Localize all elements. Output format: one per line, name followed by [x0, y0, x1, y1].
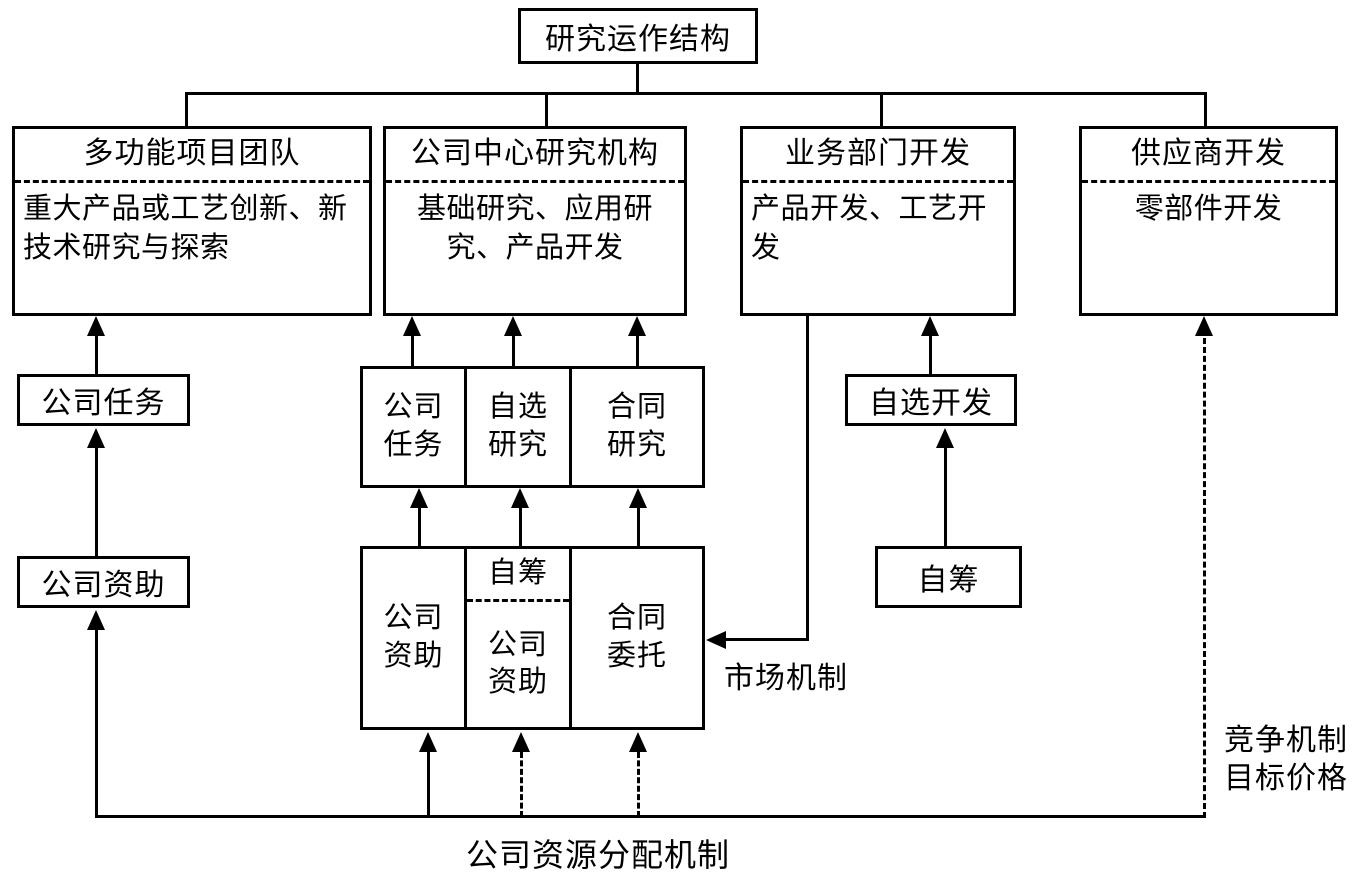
label-resource-allocation-mechanism: 公司资源分配机制: [466, 837, 731, 873]
box-body: 产品开发、工艺开发: [751, 192, 988, 264]
arrow-dashline-bus-to-fs2: [520, 752, 523, 817]
competition-mechanism-dashline: [1203, 338, 1206, 818]
arrow-line-bus-to-fs1: [427, 752, 430, 817]
box-self-selected-development: 自选开发: [845, 374, 1017, 426]
arrow-line-fs1-up: [418, 508, 421, 548]
cell-company-funding: 公司 资助: [363, 549, 467, 727]
cell-line-1: 公司: [383, 602, 444, 635]
connector-drop-1: [185, 92, 188, 128]
label-competition-mechanism-line1: 竞争机制: [1224, 724, 1348, 757]
box-title: 业务部门开发: [743, 129, 1013, 183]
box-title: 公司中心研究机构: [386, 129, 684, 183]
connector-title-stem: [636, 64, 639, 92]
cell-line-1: 合同: [606, 602, 667, 635]
cell-line-2: 资助: [487, 666, 548, 699]
cell-company-task: 公司 任务: [363, 369, 467, 485]
market-mechanism-vline: [806, 316, 809, 641]
cell-contract-research: 合同 研究: [572, 369, 702, 485]
arrow-line-selffund-up: [944, 448, 947, 548]
cell-line-2: 研究: [487, 429, 548, 461]
cell-line-2: 研究: [606, 429, 667, 461]
arrow-head-funding-to-task: [87, 428, 105, 448]
arrow-line-rt1-up: [411, 336, 414, 368]
box-title: 供应商开发: [1082, 129, 1335, 183]
connector-drop-3: [880, 92, 883, 128]
box-supplier-development: 供应商开发 零部件开发: [1079, 126, 1338, 316]
arrow-line-task-to-team: [95, 336, 98, 376]
competition-mechanism-arrow-head: [1195, 316, 1213, 336]
arrow-head-bus-to-funding: [87, 610, 105, 630]
connector-drop-4: [1204, 92, 1207, 128]
cell-self-selected-research: 自选 研究: [467, 369, 572, 485]
label-market-mechanism: 市场机制: [724, 662, 848, 695]
box-research-operation-structure: 研究运作结构: [518, 8, 758, 64]
label-competition-mechanism: 竞争机制 目标价格: [1224, 722, 1348, 799]
box-funding-sources: 公司 资助 自筹 公司 资助 合同 委托: [360, 546, 705, 730]
cell-self-raised-company-funding: 自筹 公司 资助: [467, 549, 572, 727]
arrow-dashline-bus-to-fs3: [637, 752, 640, 817]
arrow-head-selffund-up: [936, 428, 954, 448]
cell-line-1: 公司: [383, 391, 444, 424]
arrow-line-fs2-up: [519, 508, 522, 548]
arrow-head-fs3-up: [629, 488, 647, 508]
arrow-head-rt1-up: [403, 316, 421, 336]
arrow-line-fs3-up: [637, 508, 640, 548]
box-label: 自筹: [917, 564, 980, 597]
arrow-head-task-to-team: [87, 316, 105, 336]
cell-line-1: 公司: [487, 628, 548, 661]
arrow-line-rt3-up: [636, 336, 639, 368]
box-cross-functional-team: 多功能项目团队 重大产品或工艺创新、新技术研究与探索: [12, 126, 372, 316]
box-company-task: 公司任务: [17, 374, 190, 426]
arrow-head-bus-to-fs1: [419, 732, 437, 752]
connector-level1-bus: [185, 92, 1207, 95]
box-corporate-central-research: 公司中心研究机构 基础研究、应用研究、产品开发: [383, 126, 687, 316]
cell-line-2: 任务: [383, 429, 444, 461]
arrow-head-rt2-up: [504, 316, 522, 336]
cell-line-1: 合同: [606, 391, 667, 424]
cell-line-2: 资助: [383, 640, 444, 672]
box-body: 零部件开发: [1134, 192, 1283, 225]
bottom-resource-bus: [95, 815, 1206, 818]
cell-bottom-labels: 公司 资助: [467, 602, 569, 727]
arrow-line-funding-to-task: [95, 448, 98, 558]
arrow-head-bus-to-fs2: [512, 732, 530, 752]
connector-drop-2: [545, 92, 548, 128]
box-company-funding: 公司资助: [17, 556, 190, 608]
box-label: 公司资助: [41, 569, 166, 602]
arrow-line-rt2-up: [512, 336, 515, 368]
box-title: 多功能项目团队: [15, 129, 369, 183]
cell-line-1: 自选: [487, 391, 548, 424]
arrow-head-fs1-up: [410, 488, 428, 508]
arrow-line-selfdev-up: [929, 336, 932, 376]
box-label: 自选开发: [869, 387, 993, 420]
box-body: 重大产品或工艺创新、新技术研究与探索: [23, 192, 348, 264]
arrow-head-selfdev-up: [921, 316, 939, 336]
box-label: 公司任务: [41, 387, 166, 420]
arrow-line-bus-to-funding: [95, 630, 98, 817]
box-research-types: 公司 任务 自选 研究 合同 研究: [360, 366, 705, 488]
arrow-head-bus-to-fs3: [629, 732, 647, 752]
cell-top-label: 自筹: [467, 549, 569, 602]
box-label: 研究运作结构: [545, 23, 731, 56]
arrow-head-rt3-up: [628, 316, 646, 336]
box-body: 基础研究、应用研究、产品开发: [416, 192, 653, 264]
arrow-head-fs2-up: [511, 488, 529, 508]
market-mechanism-arrow-head: [706, 631, 726, 649]
market-mechanism-hline: [726, 638, 809, 641]
box-business-unit-development: 业务部门开发 产品开发、工艺开发: [740, 126, 1016, 316]
cell-contract-commission: 合同 委托: [572, 549, 702, 727]
label-target-price-line2: 目标价格: [1224, 762, 1348, 796]
box-self-raised-funds: 自筹: [875, 546, 1022, 608]
cell-line-2: 委托: [606, 640, 667, 672]
